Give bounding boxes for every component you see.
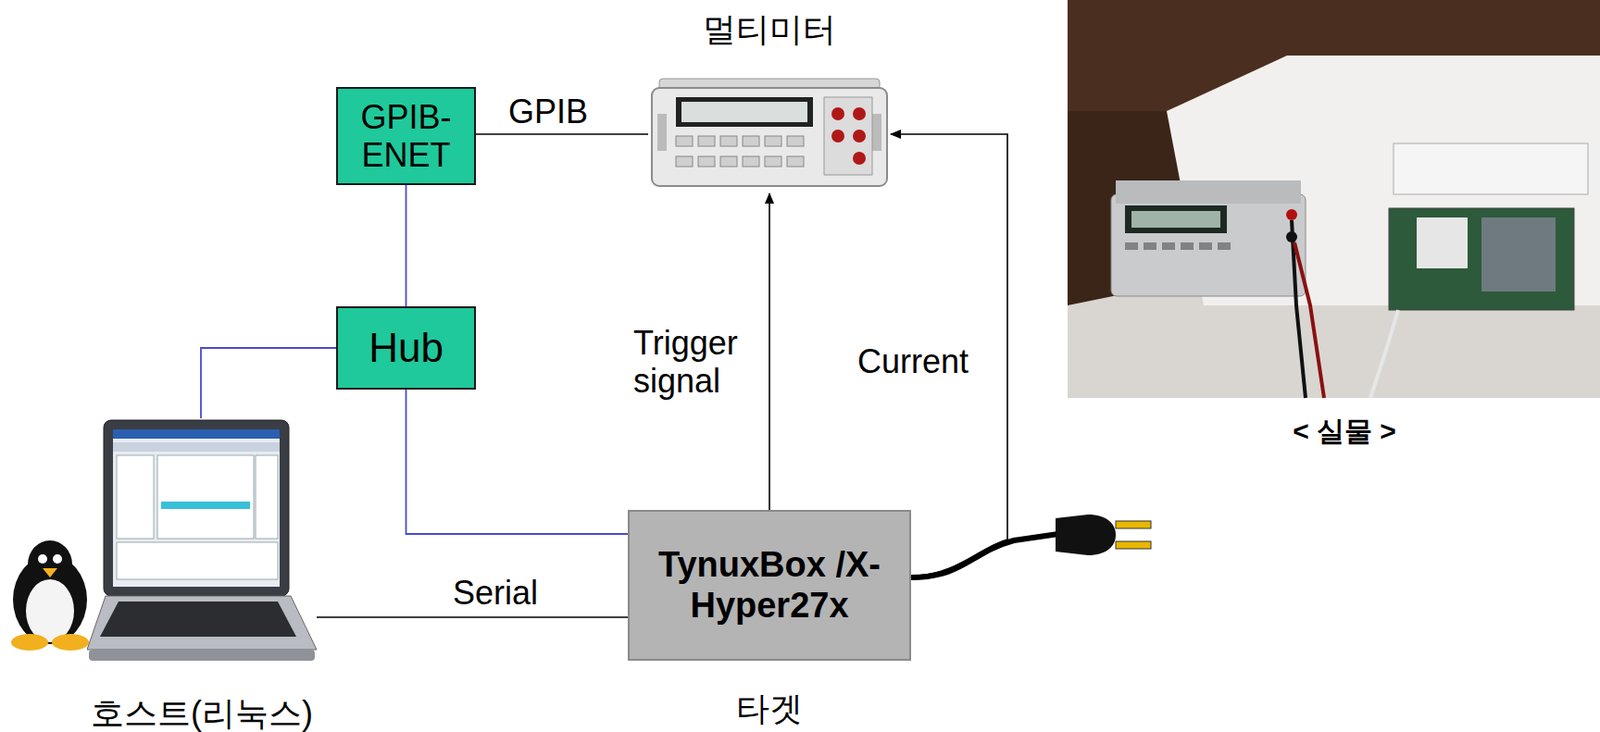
- connector: [405, 185, 408, 307]
- edge-label: Trigger signal: [631, 324, 767, 401]
- node-text: 타겟: [574, 689, 965, 728]
- multimeter: 멀티미터: [648, 76, 891, 194]
- edge-label: Serial: [442, 574, 549, 613]
- laptop-illustration: [87, 418, 317, 663]
- node-text: GPIB-ENET: [347, 98, 465, 175]
- hub-box: Hub: [336, 306, 476, 390]
- edge-label: GPIB: [504, 92, 592, 131]
- connector: [475, 133, 649, 136]
- connector: [406, 389, 629, 535]
- edge-label: Current: [855, 342, 999, 381]
- penguin-logo: [11, 540, 89, 651]
- connector: [768, 193, 771, 511]
- node-text: TynuxBox /X-Hyper27x: [638, 545, 900, 626]
- node-text: 멀티미터: [592, 10, 947, 49]
- power-cord: [911, 514, 1151, 578]
- connector: [316, 616, 628, 619]
- target-box: TynuxBox /X-Hyper27x타겟: [627, 510, 912, 662]
- host-laptop: 호스트(리눅스): [87, 418, 317, 663]
- node-text: 호스트(리눅스): [31, 694, 373, 732]
- gpib-enet-box: GPIB-ENET: [336, 87, 476, 186]
- connector: [200, 348, 337, 419]
- multimeter-illustration: [648, 76, 891, 194]
- photo-caption: < 실물 >: [1203, 412, 1486, 451]
- photo: [1067, 0, 1600, 399]
- node-text: Hub: [368, 325, 444, 373]
